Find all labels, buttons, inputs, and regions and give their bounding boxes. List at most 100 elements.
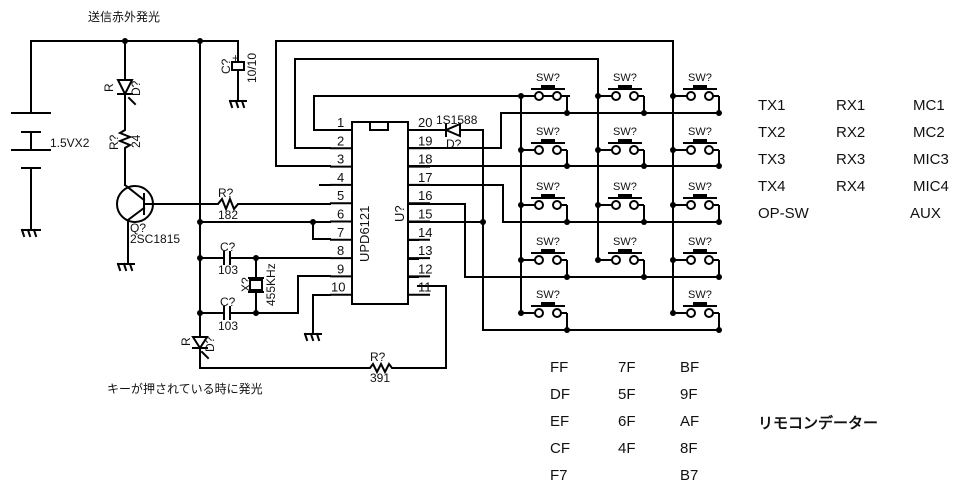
ground-icon xyxy=(20,228,41,238)
ground-icon xyxy=(116,262,135,272)
ic-pin-number: 14 xyxy=(418,225,432,240)
ic-pin-number: 2 xyxy=(337,133,344,148)
title-ir-transmit: 送信赤外発光 xyxy=(88,9,160,24)
switch-ref: SW? xyxy=(688,181,712,193)
function-label: MIC3 xyxy=(913,151,949,168)
remote-code: AF xyxy=(680,413,699,430)
remote-code: F7 xyxy=(550,467,568,484)
svg-text:R: R xyxy=(102,83,116,92)
svg-text:U?: U? xyxy=(392,205,407,222)
svg-text:24: 24 xyxy=(129,134,143,148)
svg-text:10/10: 10/10 xyxy=(245,53,259,83)
switch-ref: SW? xyxy=(688,289,712,301)
remote-code: FF xyxy=(550,359,568,376)
function-label: OP-SW xyxy=(758,205,810,222)
ground-icon xyxy=(228,99,247,109)
push-switch: SW? xyxy=(518,236,570,280)
svg-text:391: 391 xyxy=(370,371,390,385)
push-switch: SW? xyxy=(518,181,570,225)
switch-ref: SW? xyxy=(613,126,637,138)
push-switch: SW? xyxy=(595,72,647,116)
remote-code: 4F xyxy=(618,440,636,457)
battery: 1.5VX2 xyxy=(11,112,90,238)
ground-icon xyxy=(303,294,331,342)
push-switch: SW? xyxy=(670,289,722,333)
svg-text:103: 103 xyxy=(218,263,238,277)
ic-pin-number: 17 xyxy=(418,170,432,185)
top-rail xyxy=(30,38,239,114)
ic-pin-number: 15 xyxy=(418,207,432,222)
function-label: RX4 xyxy=(836,178,865,195)
push-switch: SW? xyxy=(670,181,722,225)
svg-text:+: + xyxy=(232,51,239,65)
switch-ref: SW? xyxy=(536,72,560,84)
switch-ref: SW? xyxy=(688,236,712,248)
function-label: MC2 xyxy=(913,124,945,141)
ic-pin-number: 10 xyxy=(331,280,345,295)
function-label: RX3 xyxy=(836,151,865,168)
ic-pin-number: 12 xyxy=(418,261,432,276)
function-label: MIC4 xyxy=(913,178,949,195)
led-top: R D? R? 24 xyxy=(102,40,143,186)
ic-pin-number: 8 xyxy=(337,243,344,258)
svg-text:UPD6121: UPD6121 xyxy=(357,206,372,262)
push-switch: SW? xyxy=(670,126,722,169)
crystal-icon xyxy=(248,257,264,314)
switch-ref: SW? xyxy=(536,181,560,193)
ic-pin-number: 19 xyxy=(418,133,432,148)
function-label: RX1 xyxy=(836,97,865,114)
svg-text:C?: C? xyxy=(220,295,236,309)
switch-ref: SW? xyxy=(536,126,560,138)
svg-text:103: 103 xyxy=(218,319,238,333)
switch-ref: SW? xyxy=(613,181,637,193)
ic-pin-number: 4 xyxy=(337,170,344,185)
ic-pin-number: 1 xyxy=(337,115,344,130)
svg-text:R?: R? xyxy=(107,134,121,150)
push-switch: SW? xyxy=(595,236,647,280)
ic-pin-number: 18 xyxy=(418,152,432,167)
switch-ref: SW? xyxy=(688,72,712,84)
switch-ref: SW? xyxy=(613,72,637,84)
svg-text:X?: X? xyxy=(239,277,253,292)
remote-data-label: リモコンデーター xyxy=(758,414,878,432)
remote-code: 9F xyxy=(680,386,698,403)
remote-code: 8F xyxy=(680,440,698,457)
svg-text:R?: R? xyxy=(370,350,386,364)
push-switch: SW? xyxy=(595,181,647,225)
ic-pin-number: 7 xyxy=(337,225,344,240)
r-base: R? 182 xyxy=(209,186,331,222)
function-label: TX4 xyxy=(758,178,786,195)
remote-code: DF xyxy=(550,386,570,403)
note-key-pressed: キーが押されている時に発光 xyxy=(107,381,263,396)
switch-ref: SW? xyxy=(536,289,560,301)
svg-text:R?: R? xyxy=(218,186,234,200)
ic-pin-number: 6 xyxy=(337,207,344,222)
svg-text:D?: D? xyxy=(129,80,143,96)
remote-code: 6F xyxy=(618,413,636,430)
remote-code: BF xyxy=(680,359,699,376)
remote-code: B7 xyxy=(680,467,698,484)
switch-ref: SW? xyxy=(536,236,560,248)
remote-code: 5F xyxy=(618,386,636,403)
svg-text:R: R xyxy=(179,337,193,346)
ic-pin-number: 9 xyxy=(337,261,344,276)
switch-ref: SW? xyxy=(613,236,637,248)
push-switch: SW? xyxy=(518,126,570,169)
svg-text:D?: D? xyxy=(203,336,217,352)
push-switch: SW? xyxy=(670,72,722,116)
function-label: AUX xyxy=(910,205,941,222)
remote-code: 7F xyxy=(618,359,636,376)
function-label: TX2 xyxy=(758,124,786,141)
function-label: MC1 xyxy=(913,97,945,114)
remote-code: CF xyxy=(550,440,570,457)
push-switch: SW? xyxy=(518,289,570,333)
led-bottom: R D? R? 391 xyxy=(179,285,447,385)
svg-text:Q?: Q? xyxy=(130,221,146,235)
battery-label: 1.5VX2 xyxy=(50,136,90,150)
ic-pin-number: 11 xyxy=(418,280,432,295)
push-switch: SW? xyxy=(670,236,722,280)
svg-text:C?: C? xyxy=(220,240,236,254)
push-switch: SW? xyxy=(595,126,647,169)
